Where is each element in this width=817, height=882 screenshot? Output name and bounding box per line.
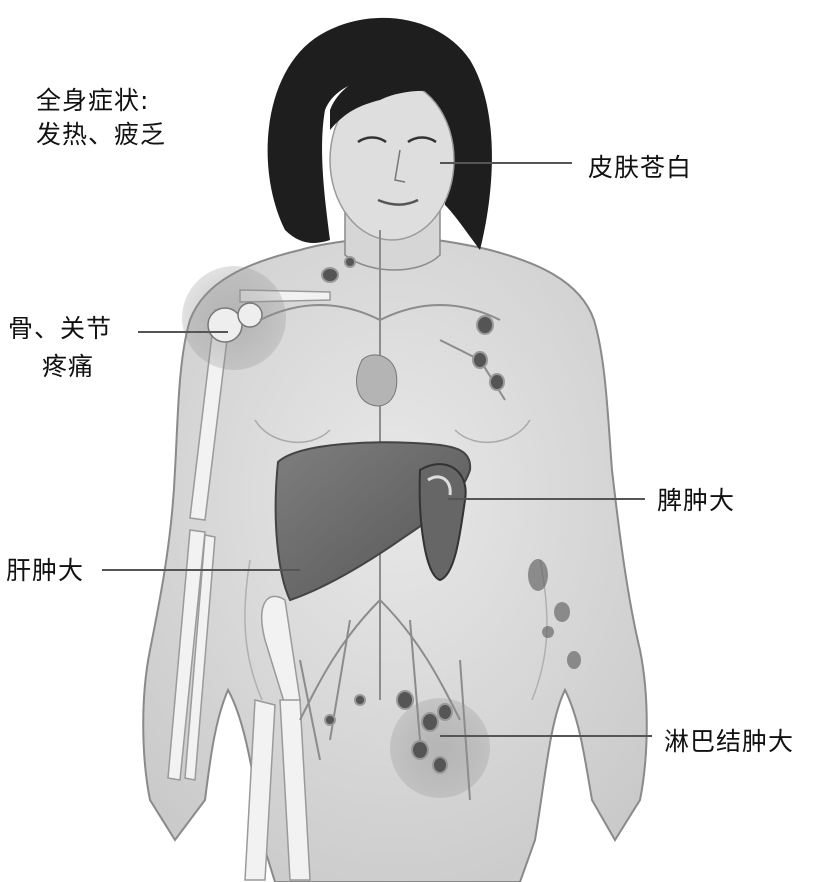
label-splenomegaly: 脾肿大 <box>657 486 735 516</box>
label-lymphadenopathy: 淋巴结肿大 <box>664 727 794 757</box>
label-skin-pallor: 皮肤苍白 <box>588 153 692 183</box>
label-bone-joint-line1: 骨、关节 <box>8 314 112 344</box>
systemic-symptoms-title: 全身症状: <box>36 86 149 116</box>
label-hepatomegaly: 肝肿大 <box>6 556 84 586</box>
thymus <box>357 355 397 406</box>
label-bone-joint-line2: 疼痛 <box>42 352 94 382</box>
systemic-symptoms-list: 发热、疲乏 <box>36 120 166 150</box>
